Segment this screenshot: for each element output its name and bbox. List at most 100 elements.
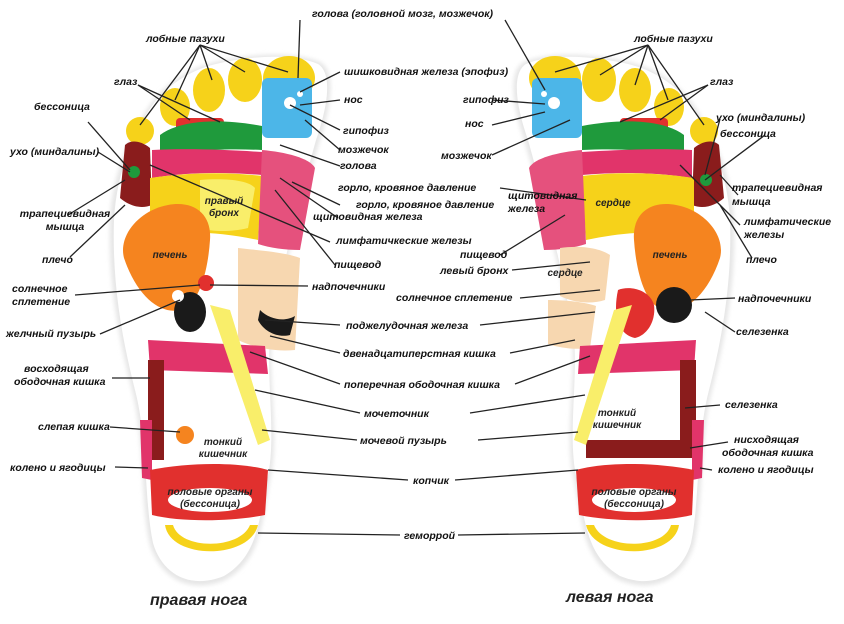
- label-esophagus-right: пищевод: [334, 259, 382, 271]
- label-eye-right: глаз: [114, 76, 138, 88]
- left-pancreas-zone: [548, 300, 596, 349]
- right-duodenum: [258, 310, 295, 336]
- left-pineal: [541, 91, 547, 97]
- label-solar-left: солнечное сплетение: [396, 292, 513, 304]
- right-pineal: [297, 91, 303, 97]
- label-hemorrhoid: геморрой: [404, 530, 456, 542]
- label-ascending-2: ободочная кишка: [14, 376, 106, 388]
- label-pancreas: поджелудочная железа: [346, 320, 469, 332]
- label-bladder: мочевой пузырь: [360, 435, 447, 447]
- label-nose-right: нос: [344, 94, 363, 106]
- zone-small-intestine-right-1: тонкий: [203, 437, 243, 448]
- right-solar-plexus: [198, 275, 214, 291]
- right-adrenal: [174, 292, 206, 332]
- label-trapezius-right-1: трапециевидная: [19, 208, 111, 220]
- right-toe-3: [193, 68, 225, 112]
- right-toe-4: [160, 88, 190, 126]
- zone-small-intestine-left-2: кишечник: [592, 420, 642, 431]
- zone-genitals-right-1: половые органы: [167, 487, 253, 498]
- left-throat-zone: [529, 150, 586, 250]
- label-lymph-left-2: железы: [744, 229, 785, 241]
- label-head-small: голова: [340, 160, 377, 172]
- right-lymph-zone: [152, 149, 262, 178]
- left-toe-2: [582, 58, 616, 102]
- label-transverse: поперечная ободочная кишка: [344, 379, 500, 391]
- left-sigmoid-colon: [586, 440, 694, 458]
- left-trapezius-zone: [692, 141, 724, 208]
- label-cerebellum-left: мозжечок: [441, 150, 492, 162]
- zone-bronchus-right-2: бронх: [208, 208, 239, 219]
- caption-right-foot: правая нога: [150, 592, 248, 609]
- label-insomnia-left: бессоница: [720, 128, 776, 140]
- right-toe-2: [228, 58, 262, 102]
- label-lymph-left-1: лимфатические: [744, 216, 832, 228]
- label-knee-left: колено и ягодицы: [718, 464, 814, 476]
- label-trapezius-left-2: мышца: [732, 196, 771, 208]
- left-lymph-zone: [582, 149, 692, 178]
- label-insomnia-right: бессоница: [34, 101, 90, 113]
- label-head: голова (головной мозг, мозжечок): [312, 8, 494, 20]
- zone-genitals-right-2: (бессоница): [180, 499, 240, 510]
- label-solar-right-2: сплетение: [12, 296, 71, 308]
- label-spleen-bottom: селезенка: [725, 399, 778, 411]
- right-throat-zone: [258, 150, 315, 250]
- left-pituitary: [548, 97, 560, 109]
- left-adrenal: [656, 287, 692, 323]
- right-toe-5: [126, 117, 154, 145]
- left-liver-zone: [633, 204, 721, 311]
- label-shoulder-right: плечо: [42, 254, 73, 266]
- left-ureter: [574, 305, 632, 445]
- zone-genitals-left-2: (бессоница): [604, 499, 664, 510]
- label-coccyx: копчик: [413, 475, 450, 487]
- label-thyroid-right: щитовидная железа: [313, 211, 423, 223]
- zone-small-intestine-right-2: кишечник: [198, 449, 248, 460]
- label-ear-right: ухо (миндалины): [10, 146, 100, 158]
- label-ear-left: ухо (миндалины): [716, 112, 806, 124]
- right-liver-zone: [123, 204, 211, 311]
- left-toe-5: [690, 117, 718, 145]
- left-heart-zone: [560, 246, 610, 303]
- label-trapezius-left-1: трапециевидная: [732, 182, 823, 194]
- left-genital-inner: [592, 488, 676, 512]
- label-descending-2: ободочная кишка: [722, 447, 814, 459]
- label-pituitary-right: гипофиз: [343, 125, 389, 137]
- label-cecum: слепая кишка: [38, 421, 110, 433]
- label-pituitary-left: гипофиз: [463, 94, 509, 106]
- label-shoulder-left: плечо: [746, 254, 777, 266]
- label-ascending-1: восходящая: [24, 363, 89, 375]
- zone-bronchus-right-1: правый: [204, 196, 244, 207]
- right-hemorrhoid: [165, 525, 258, 552]
- label-adrenal-left: надпочечники: [738, 293, 812, 305]
- leader-lines: [67, 19, 766, 536]
- label-frontal-sinuses-left: лобные пазухи: [634, 33, 713, 45]
- label-thyroid-left-2: железа: [508, 203, 546, 215]
- label-spleen-top: селезенка: [736, 326, 789, 338]
- zone-liver-left: печень: [652, 250, 688, 261]
- label-lymph-right: лимфатичкеские железы: [336, 235, 472, 247]
- zone-small-intestine-left-1: тонкий: [597, 408, 637, 419]
- right-pancreas-zone: [238, 248, 300, 351]
- label-frontal-sinuses-right: лобные пазухи: [146, 33, 225, 45]
- zone-liver-right: печень: [152, 250, 188, 261]
- left-hemorrhoid: [586, 525, 679, 552]
- label-adrenal-right: надпочечники: [312, 281, 386, 293]
- label-nose-left: нос: [465, 118, 484, 130]
- label-trapezius-right-2: мышца: [45, 221, 85, 233]
- zone-heart-top: сердце: [595, 198, 631, 209]
- label-pineal: шишковидная железа (эпофиз): [344, 66, 509, 78]
- label-throat-center-2: горло, кровяное давление: [356, 199, 495, 211]
- label-left-bronchus: левый бронх: [440, 265, 509, 277]
- left-foot: [513, 54, 735, 586]
- zone-genitals-left-1: половые органы: [591, 487, 677, 498]
- right-genital-inner: [168, 488, 252, 512]
- left-spleen-zone: [615, 288, 655, 338]
- left-knee-zone: [692, 420, 704, 480]
- caption-left-foot: левая нога: [566, 589, 654, 606]
- label-esophagus-left: пищевод: [460, 249, 508, 261]
- label-ureter: мочеточник: [364, 408, 429, 420]
- right-cecum: [176, 426, 194, 444]
- right-ear-dot: [128, 166, 140, 178]
- right-ureter: [210, 305, 270, 445]
- label-duodenum: двенадцатиперстная кишка: [343, 348, 496, 360]
